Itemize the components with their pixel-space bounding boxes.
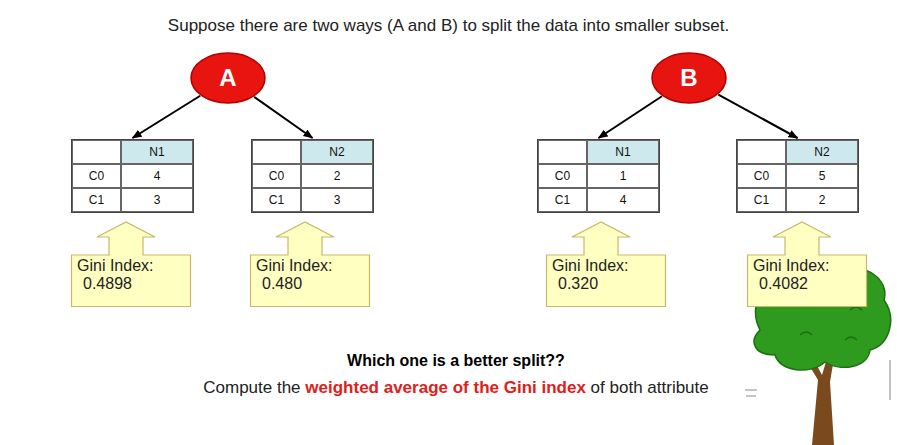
node-header: N2 xyxy=(301,140,373,164)
empty-cell xyxy=(72,140,121,164)
instruction-text: Compute the xyxy=(203,378,300,397)
gini-label: Gini Index: xyxy=(753,257,863,275)
gini-callout: Gini Index:0.4898 xyxy=(71,221,191,307)
gini-callout: Gini Index:0.320 xyxy=(546,221,666,307)
instruction-text: of both attribute xyxy=(591,378,709,397)
node-header: N1 xyxy=(587,140,659,164)
gini-value: 0.4898 xyxy=(77,275,187,293)
split-arrow xyxy=(254,97,312,138)
callout-text: Gini Index:0.4082 xyxy=(753,257,863,293)
count-cell: 4 xyxy=(121,164,193,188)
split-oval: B xyxy=(651,52,727,104)
empty-cell xyxy=(737,140,786,164)
count-cell: 3 xyxy=(121,188,193,212)
count-cell: 3 xyxy=(301,188,373,212)
count-cell: 2 xyxy=(786,188,858,212)
empty-cell xyxy=(252,140,301,164)
gini-label: Gini Index: xyxy=(256,257,366,275)
count-cell: 1 xyxy=(587,164,659,188)
class-label: C0 xyxy=(737,164,786,188)
highlight-text: weighted average of the Gini index xyxy=(305,378,586,397)
gini-value: 0.320 xyxy=(552,275,662,293)
class-label: C1 xyxy=(72,188,121,212)
split-arrow xyxy=(718,95,797,138)
class-label: C1 xyxy=(252,188,301,212)
count-table: N2C05C12 xyxy=(736,139,859,213)
callout-text: Gini Index:0.4898 xyxy=(77,257,187,293)
split-arrow xyxy=(599,96,662,138)
question-text: Which one is a better split?? xyxy=(0,352,897,370)
callout-text: Gini Index:0.320 xyxy=(552,257,662,293)
node-header: N2 xyxy=(786,140,858,164)
gini-value: 0.480 xyxy=(256,275,366,293)
class-label: C1 xyxy=(737,188,786,212)
title: Suppose there are two ways (A and B) to … xyxy=(0,16,897,36)
split-arrow xyxy=(133,96,201,138)
class-label: C1 xyxy=(538,188,587,212)
split-oval: A xyxy=(190,52,266,104)
gini-value: 0.4082 xyxy=(753,275,863,293)
instruction-block: Compute the weighted average of the Gini… xyxy=(186,376,726,399)
count-cell: 5 xyxy=(786,164,858,188)
count-cell: 4 xyxy=(587,188,659,212)
count-table: N1C01C14 xyxy=(537,139,660,213)
count-table: N1C04C13 xyxy=(71,139,194,213)
split-letter: A xyxy=(219,64,236,92)
callout-text: Gini Index:0.480 xyxy=(256,257,366,293)
gini-callout: Gini Index:0.4082 xyxy=(747,221,867,307)
gini-label: Gini Index: xyxy=(552,257,662,275)
empty-cell xyxy=(538,140,587,164)
class-label: C0 xyxy=(252,164,301,188)
class-label: C0 xyxy=(72,164,121,188)
count-cell: 2 xyxy=(301,164,373,188)
split-letter: B xyxy=(680,64,697,92)
count-table: N2C02C13 xyxy=(251,139,374,213)
gini-callout: Gini Index:0.480 xyxy=(250,221,370,307)
class-label: C0 xyxy=(538,164,587,188)
node-header: N1 xyxy=(121,140,193,164)
gini-label: Gini Index: xyxy=(77,257,187,275)
